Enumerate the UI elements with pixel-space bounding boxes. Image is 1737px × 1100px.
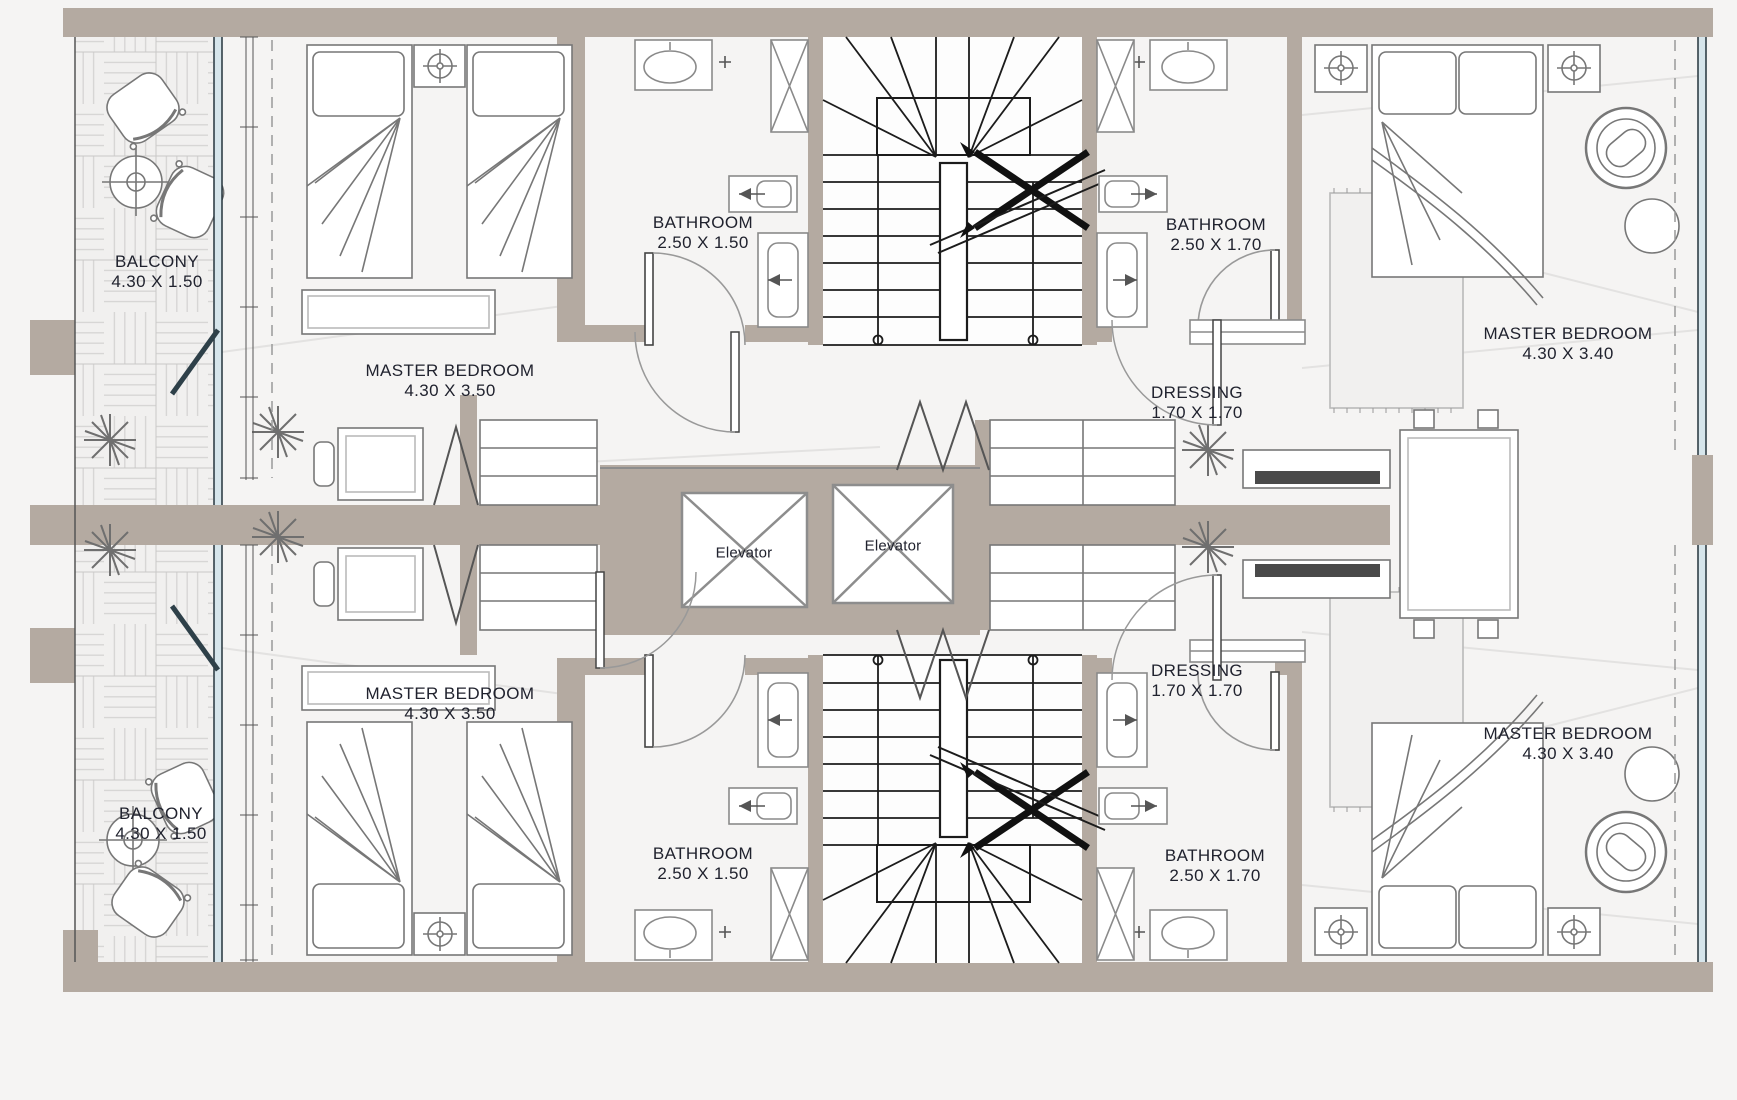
bedroom-bottom-right-furniture [1314,587,1680,956]
stair-direction-arrow [929,142,1114,254]
room-label-balcony-bottom: BALCONY 4.30 X 1.50 [115,804,207,843]
room-label-bathroom-top-left: BATHROOM 2.50 X 1.50 [652,213,754,252]
bedroom-top-left-furniture [301,44,573,335]
staircase-top [822,36,1114,346]
tv-screen [1255,471,1380,484]
room-label-elevator-right: Elevator [864,537,922,555]
room-label-bathroom-top-right: BATHROOM 2.50 X 1.70 [1165,215,1267,254]
bedroom-top-right-furniture [1314,44,1680,413]
tv-screen [1255,564,1380,577]
room-label-dressing-top: DRESSING 1.70 X 1.70 [1151,383,1243,422]
bedroom-bottom-left-furniture [301,665,573,956]
doors [595,319,1222,681]
bifold-door [433,423,479,506]
round-chair [1584,106,1668,190]
corridor-furniture [313,398,1519,702]
entry-double-door [896,398,990,474]
pouf [1624,198,1680,254]
bifold-door [433,544,479,627]
room-label-master-top-left: MASTER BEDROOM 4.30 X 3.50 [365,361,535,400]
stair-direction-arrow [929,746,1114,858]
balcony-door-leaf [169,604,221,672]
bathroom-top-left-fixtures [634,39,809,346]
balcony-door-leaf [169,328,221,396]
room-label-balcony-top: BALCONY 4.30 X 1.50 [111,252,203,291]
bathroom-top-right-fixtures [1096,39,1280,329]
room-label-bathroom-bottom-left: BATHROOM 2.50 X 1.50 [652,844,754,883]
staircase-bottom [822,654,1114,964]
elevator-shaft-left [680,491,809,609]
room-label-bathroom-bottom-right: BATHROOM 2.50 X 1.70 [1164,846,1266,885]
room-label-master-bottom-left: MASTER BEDROOM 4.30 X 3.50 [365,684,535,723]
entry-double-door [896,626,990,702]
room-label-dressing-bottom: DRESSING 1.70 X 1.70 [1151,661,1243,700]
bathroom-bottom-right-fixtures [1096,671,1280,961]
elevator-shaft-right [831,483,955,605]
windows [74,36,1707,962]
room-label-master-top-right: MASTER BEDROOM 4.30 X 3.40 [1483,324,1653,363]
round-chair [1584,810,1668,894]
pouf [1624,746,1680,802]
room-label-elevator-left: Elevator [715,544,773,562]
room-label-master-bottom-right: MASTER BEDROOM 4.30 X 3.40 [1483,724,1653,763]
